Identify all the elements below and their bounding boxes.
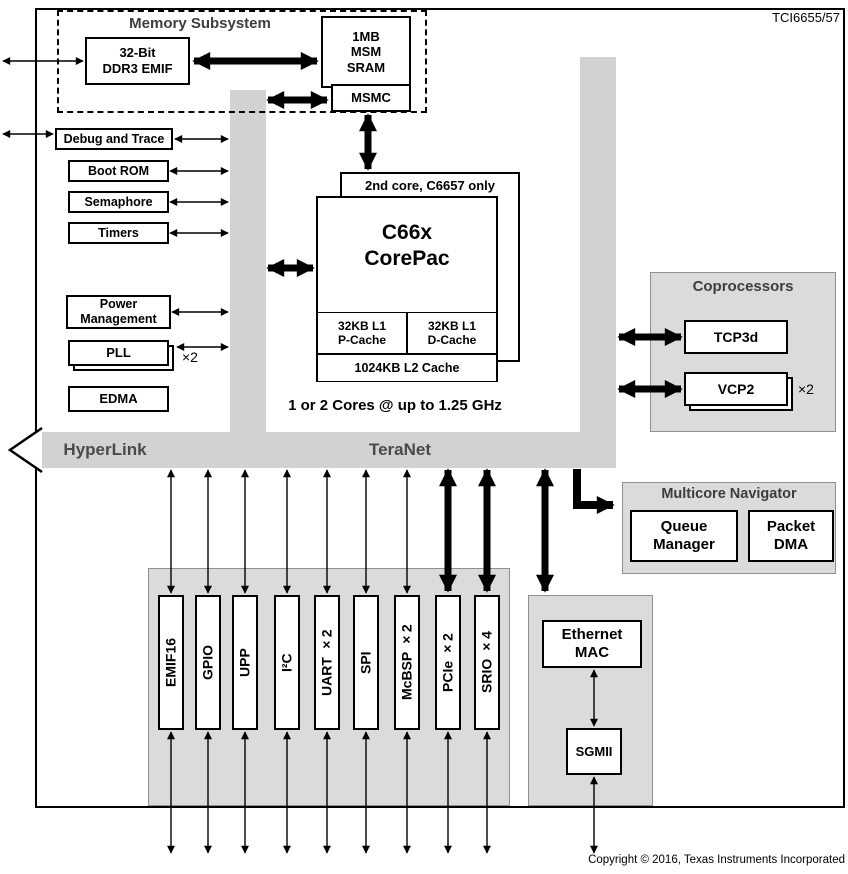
semaphore-block: Semaphore (68, 191, 169, 213)
timers-block: Timers (68, 222, 169, 244)
debug-trace-block: Debug and Trace (55, 128, 173, 150)
power-management-block: Power Management (66, 295, 171, 329)
teranet-label: TeraNet (368, 440, 432, 459)
l1-pcache-block: 32KB L1 P-Cache (317, 312, 407, 354)
boot-rom-block: Boot ROM (68, 160, 169, 182)
peripheral-pcie: PCIe ×2 (435, 595, 461, 730)
queue-manager-block: Queue Manager (630, 510, 738, 562)
ethernet-mac-block: Ethernet MAC (542, 620, 642, 668)
msm-sram-block: 1MB MSM SRAM (321, 16, 411, 88)
vcp2-block: VCP2 (684, 372, 788, 406)
chip-part-number: TCI6655/57 (772, 10, 840, 25)
navigator-title: Multicore Navigator (661, 486, 797, 502)
peripheral-spi: SPI (353, 595, 379, 730)
peripheral-i2c: I²C (274, 595, 300, 730)
tcp3d-block: TCP3d (684, 320, 788, 354)
edma-block: EDMA (68, 386, 169, 412)
teranet-bottom-bar (37, 432, 616, 468)
vcp2-multiplier-label: ×2 (798, 381, 814, 397)
peripheral-srio: SRIO ×4 (474, 595, 500, 730)
l1-dcache-block: 32KB L1 D-Cache (407, 312, 497, 354)
peripheral-upp: UPP (232, 595, 258, 730)
l2-cache-block: 1024KB L2 Cache (317, 354, 497, 382)
peripheral-mcbsp: McBSP ×2 (394, 595, 420, 730)
hyperlink-label: HyperLink (63, 440, 147, 459)
cores-note: 1 or 2 Cores @ up to 1.25 GHz (288, 397, 502, 414)
peripheral-uart: UART ×2 (314, 595, 340, 730)
memory-subsystem-title: Memory Subsystem (129, 15, 271, 32)
teranet-left-bar (230, 90, 266, 432)
teranet-right-bar (580, 57, 616, 432)
sgmii-block: SGMII (566, 728, 622, 775)
coprocessors-title: Coprocessors (692, 278, 794, 295)
copyright-note: Copyright © 2016, Texas Instruments Inco… (588, 854, 845, 866)
ddr3-emif-block: 32-Bit DDR3 EMIF (85, 37, 190, 85)
pll-multiplier-label: ×2 (182, 349, 198, 365)
peripheral-gpio: GPIO (195, 595, 221, 730)
packet-dma-block: Packet DMA (748, 510, 834, 562)
peripheral-emif16: EMIF16 (158, 595, 184, 730)
msmc-block: MSMC (331, 84, 411, 112)
pll-block: PLL (68, 340, 169, 366)
chip-boundary (35, 8, 845, 808)
